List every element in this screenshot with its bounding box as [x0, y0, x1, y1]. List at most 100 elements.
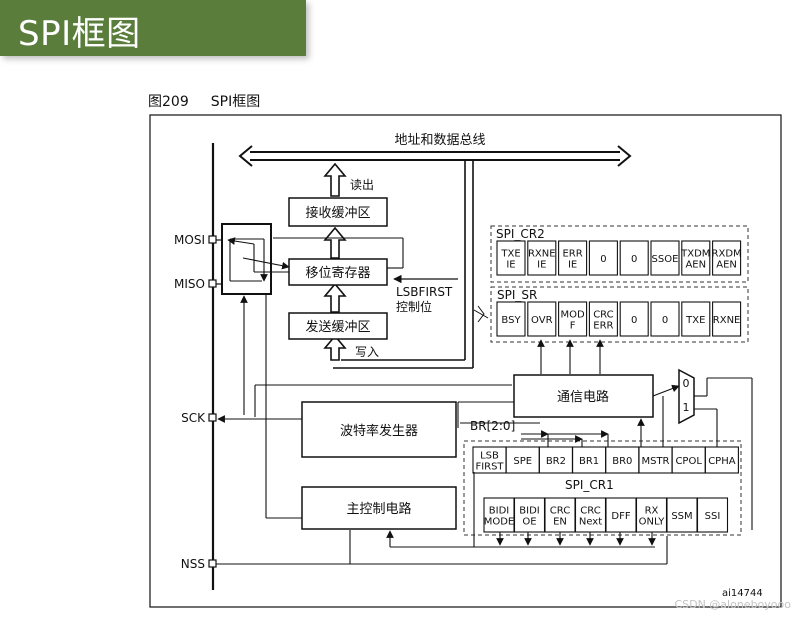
cr1-row1-cell-label: FIRST: [475, 462, 504, 473]
sr-cell-label: RXNE: [713, 315, 741, 326]
sr-cell: [650, 301, 680, 337]
baud-gen-label: 波特率发生器: [340, 423, 418, 439]
mux-input-0: 0: [683, 377, 690, 390]
pin-label-nss: NSS: [181, 557, 205, 571]
cr1-row2-cell-label: DFF: [611, 511, 630, 522]
cr2-cell: [588, 240, 618, 276]
cr1-row2-cell-label: EN: [553, 517, 567, 528]
write-in-label: 写入: [355, 345, 379, 359]
write-in-arrow: [323, 334, 347, 361]
cr2-cell-label: TXE: [500, 249, 520, 260]
watermark: CSDN @aloneboyooo: [674, 598, 791, 611]
tx-buffer-label: 发送缓冲区: [305, 319, 370, 335]
cr2-cell: [712, 240, 742, 276]
cr1-row2-cell: [696, 497, 729, 533]
cr1-title: SPI_CR1: [565, 478, 614, 492]
cr2-cell: [496, 240, 526, 276]
sr-cell-label: 0: [662, 315, 668, 326]
bus-label: 地址和数据总线: [394, 133, 485, 148]
cr2-cell-label: IE: [537, 260, 546, 271]
cr1-row1-cell: [605, 446, 640, 474]
cr2-cell: [650, 240, 680, 276]
cr1-row1-cell-label: BR2: [546, 456, 566, 467]
sr-cell-label: 0: [631, 315, 637, 326]
sr-cell-label: TXE: [685, 315, 705, 326]
cr1-row2-cell: [544, 497, 576, 533]
sr-cell: [712, 301, 742, 337]
cr1-row1-cell: [638, 446, 673, 474]
cr1-group: [463, 440, 742, 536]
cr1-row2-cell-label: BIDI: [489, 506, 509, 517]
master-ctrl-label: 主控制电路: [346, 501, 411, 517]
diagram-frame: [149, 114, 782, 608]
baud-gen-box: [301, 401, 457, 458]
cr1-row1-cell-label: CPOL: [675, 456, 702, 467]
cr1-row2-cell: [513, 497, 546, 533]
title-banner: SPI框图: [0, 0, 306, 56]
cr2-cell-label: 0: [631, 254, 637, 265]
cr2-cell-label: AEN: [685, 260, 706, 271]
sr-title: SPI_SR: [497, 288, 537, 302]
rx-buffer-box: [288, 197, 388, 227]
cr1-row2-cell-label: Next: [579, 517, 602, 528]
cr2-cell: [681, 240, 711, 276]
cr1-row2-cell-label: MODE: [484, 517, 515, 528]
read-out-label: 读出: [350, 178, 374, 192]
cr2-cell: [619, 240, 649, 276]
cr2-cell-label: IE: [506, 260, 515, 271]
cr1-row2-cell-label: RX: [645, 506, 659, 517]
cr1-row1-cell-label: SPE: [513, 456, 532, 467]
sr-group: [490, 286, 749, 343]
cr1-row1-cell: [538, 446, 573, 474]
mux-input-1: 1: [683, 401, 690, 414]
cr2-cell: [527, 240, 557, 276]
sr-cell-label: CRC: [593, 310, 613, 321]
comm-circuit-label: 通信电路: [557, 389, 609, 405]
cr1-row1-cell-label: BR0: [612, 456, 632, 467]
cr2-title: SPI_CR2: [496, 227, 545, 241]
read-out-arrow: [323, 162, 347, 197]
cr1-row2-cell-label: CRC: [550, 506, 570, 517]
pin-label-mosi: MOSI: [174, 233, 205, 247]
rx-buffer-label: 接收缓冲区: [305, 205, 370, 221]
sr-cell: [681, 301, 711, 337]
lsbfirst-control-label-1: LSBFIRST: [396, 285, 453, 299]
cr2-cell: [558, 240, 588, 276]
cr1-row2-cell-label: CRC: [580, 506, 600, 517]
br-label: BR[2:0]: [470, 419, 515, 433]
cr1-row2-cell-label: SSI: [705, 511, 721, 522]
cr2-cell-label: ERR: [562, 249, 582, 260]
cr1-row2-cell-label: BIDI: [519, 506, 539, 517]
address-data-bus: [238, 145, 632, 167]
cr2-group: [490, 225, 749, 283]
doc-id: ai14744: [722, 588, 763, 599]
signal-wiring: [216, 294, 753, 565]
sr-cell-label: OVR: [531, 315, 553, 326]
cr2-cell-label: RXNE: [528, 249, 556, 260]
cr1-row2-cell-label: SSM: [671, 511, 692, 522]
cr1-row1-cell: [704, 446, 739, 474]
cr1-row2-cell: [635, 497, 668, 533]
cr1-row1-cell: [505, 446, 540, 474]
cr1-row2-cell: [666, 497, 698, 533]
sr-cell: [619, 301, 649, 337]
cr1-row1-cell: [572, 446, 607, 474]
cursor-mark-icon: [473, 305, 489, 323]
sr-cell-label: F: [570, 321, 576, 332]
sr-cell-label: MOD: [560, 310, 584, 321]
sr-cell: [558, 301, 588, 337]
sr-cell: [588, 301, 618, 337]
tx-buffer-box: [288, 312, 388, 340]
cr1-row2-cell-label: ONLY: [639, 517, 666, 528]
cr1-row1-cell-label: BR1: [579, 456, 599, 467]
sr-cell-label: ERR: [593, 321, 613, 332]
pin-label-sck: SCK: [181, 411, 206, 425]
cr1-row1-cell-label: MSTR: [641, 456, 669, 467]
cr1-row2-cell: [574, 497, 607, 533]
cr2-cell-label: 0: [600, 254, 606, 265]
figure-title: SPI框图: [210, 94, 261, 110]
sr-cell: [527, 301, 557, 337]
